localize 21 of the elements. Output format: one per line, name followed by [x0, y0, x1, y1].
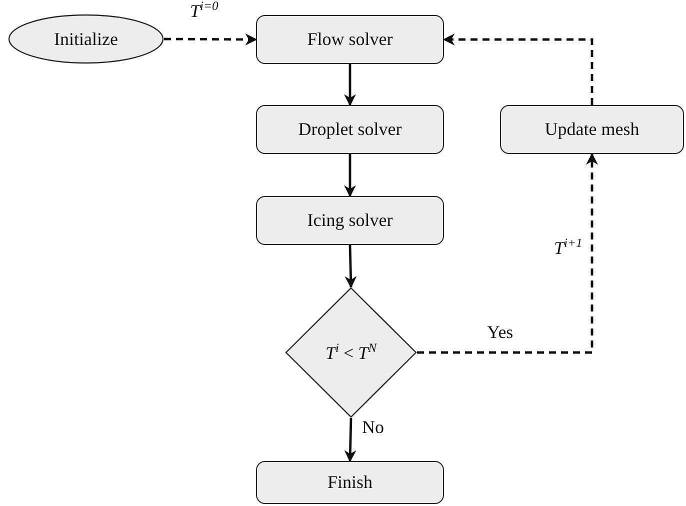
process-box — [256, 196, 444, 245]
decision-diamond — [285, 287, 417, 418]
arrow — [344, 64, 356, 106]
node-label: Flow solver — [307, 29, 393, 50]
node-label: Finish — [327, 472, 373, 493]
start-ellipse — [8, 14, 164, 64]
process-box — [256, 105, 444, 154]
arrow — [344, 244, 357, 288]
process-box — [256, 15, 444, 64]
node-label: Droplet solver — [298, 119, 402, 140]
arrow — [344, 418, 356, 462]
node-label: Initialize — [54, 28, 118, 50]
arrow — [164, 33, 258, 46]
node-label: Update mesh — [544, 119, 640, 140]
condition-text: T$^{i}$ < T$^{N}$ — [325, 341, 377, 364]
arrow — [442, 34, 594, 105]
process-box — [256, 461, 444, 504]
node-label: Icing solver — [307, 210, 393, 231]
arrow — [344, 154, 356, 198]
process-box — [500, 105, 684, 154]
arrow — [417, 152, 598, 354]
